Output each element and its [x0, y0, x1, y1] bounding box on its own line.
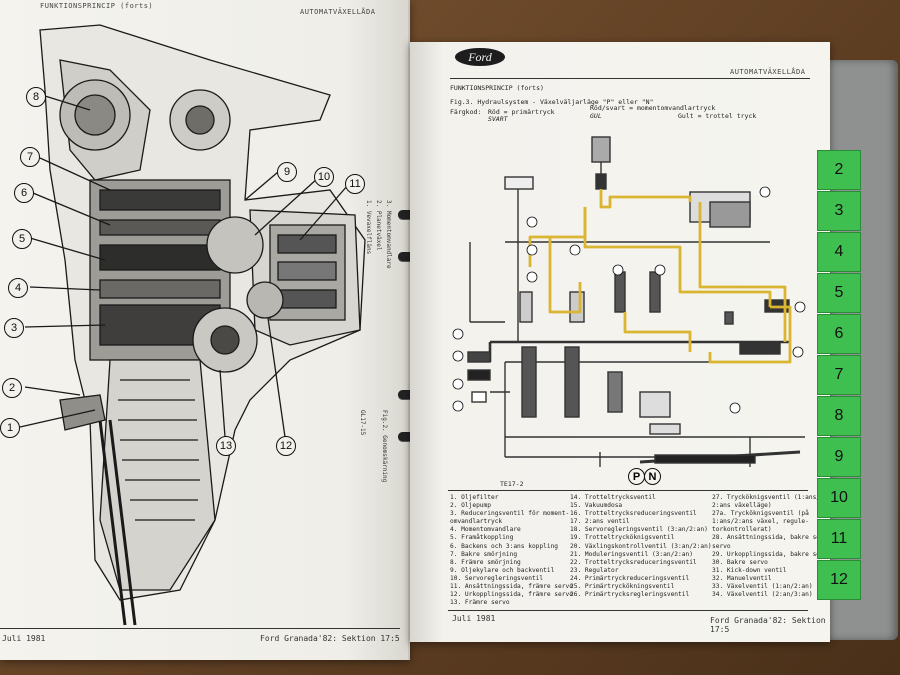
legend-item: 34. Växelventil (2:an/3:an)	[712, 591, 813, 599]
right-footer-date: Juli 1981	[452, 614, 496, 623]
legend-item: 28. Ansättningssida, bakre servo	[712, 534, 830, 542]
section-tab-5[interactable]: 5	[817, 273, 861, 313]
legend-item: 31. Kick-down ventil	[712, 566, 787, 574]
color-code-throttle: Gult = trottel tryck	[678, 112, 757, 120]
legend-item: 7. Bakre smörjning	[450, 550, 518, 558]
legend-item: 2:ans växelläge)	[712, 502, 772, 510]
legend-item: 1:ans/2:ans växel, regule-	[712, 518, 809, 526]
callout-7: 7	[20, 147, 40, 167]
legend-item: 10. Servoregleringsventil	[450, 574, 544, 582]
legend-item: 27a. Trycköknigsventil (på	[712, 510, 809, 518]
legend-item: 26. Primärtrycksregleringsventil	[570, 591, 690, 599]
side-note-3: 3. Momentomvandlare	[385, 200, 392, 269]
selector-position-p: P	[628, 468, 645, 485]
callout-1: 1	[0, 418, 20, 438]
section-tab-11[interactable]: 11	[817, 519, 861, 559]
legend-item: 20. Växlingskontrollventil (3:an/2:an)	[570, 542, 712, 550]
color-code-primary: Röd = primärtryck	[488, 108, 555, 116]
right-page: AUTOMATVÄXELLÅDA FUNKTIONSPRINCIP (forts…	[410, 42, 830, 642]
legend-item: 16. Trotteltrycksreduceringsventil	[570, 510, 697, 518]
section-tab-2[interactable]: 2	[817, 150, 861, 190]
section-tab-10[interactable]: 10	[817, 478, 861, 518]
legend-item: 30. Bakre servo	[712, 558, 768, 566]
legend-item: 24. Primärtryckreduceringsventil	[570, 574, 690, 582]
callout-5: 5	[12, 229, 32, 249]
legend-item: 19. Trotteltrycköknigsventil	[570, 534, 675, 542]
legend-item: 25. Primärtryckökningsventil	[570, 583, 675, 591]
left-page-header: FUNKTIONSPRINCIP (forts)	[40, 2, 154, 10]
legend-item: 6. Backens och 3:ans koppling	[450, 542, 559, 550]
color-code-primary-handwritten: SVART	[488, 115, 508, 123]
callout-13: 13	[216, 436, 236, 456]
legend-item: 18. Servoregleringsventil (3:an/2:an)	[570, 526, 708, 534]
section-tab-7[interactable]: 7	[817, 355, 861, 395]
legend-item: torkontrollerat)	[712, 526, 772, 534]
legend-item: 22. Trotteltrycksreduceringsventil	[570, 558, 697, 566]
callout-4: 4	[8, 278, 28, 298]
callout-10: 10	[314, 167, 334, 187]
legend-rule	[448, 490, 808, 491]
section-tab-4[interactable]: 4	[817, 232, 861, 272]
color-code-converter-handwritten: GUL	[590, 112, 602, 120]
color-code-converter: Röd/svart = momentomvandlartryck	[590, 104, 716, 112]
legend-column-1: 1. Oljefilter 2. Oljepump 3. Reducerings…	[450, 494, 573, 607]
legend-item: 3. Reduceringsventil för moment-	[450, 510, 570, 518]
right-page-title: FUNKTIONSPRINCIP (forts)	[450, 84, 544, 92]
left-footer-rule	[0, 628, 400, 629]
callout-8: 8	[26, 87, 46, 107]
legend-item: 33. Växelventil (1:an/2:an)	[712, 583, 813, 591]
legend-item: 29. Urkopplingssida, bakre servo	[712, 550, 830, 558]
callout-3: 3	[4, 318, 24, 338]
legend-item: 5. Framåtkoppling	[450, 534, 514, 542]
left-page: FUNKTIONSPRINCIP (forts) AUTOMATVÄXELLÅD…	[0, 0, 410, 660]
legend-item: 9. Oljekylare och backventil	[450, 566, 555, 574]
section-tab-6[interactable]: 6	[817, 314, 861, 354]
legend-item: 8. Främre smörjning	[450, 558, 521, 566]
selector-position-n: N	[644, 468, 661, 485]
legend-item: servo	[712, 542, 731, 550]
callout-2: 2	[2, 378, 22, 398]
legend-column-3: 27. Trycköknigsventil (1:ans/ 2:ans växe…	[712, 494, 830, 599]
ford-logo: Ford	[455, 48, 505, 66]
color-code-label: Färgkod:	[450, 108, 482, 116]
callout-9: 9	[277, 162, 297, 182]
legend-item: 12. Urkopplingssida, främre servo	[450, 591, 573, 599]
section-tab-9[interactable]: 9	[817, 437, 861, 477]
transmission-cutaway-drawing	[19, 24, 366, 626]
legend-item: 1. Oljefilter	[450, 494, 499, 501]
section-tab-3[interactable]: 3	[817, 191, 861, 231]
hydraulic-schematic	[452, 136, 806, 467]
right-top-header: AUTOMATVÄXELLÅDA	[730, 68, 806, 76]
left-footer-date: Juli 1981	[2, 634, 46, 643]
legend-item: 21. Moduleringsventil (3:an/2:an)	[570, 550, 693, 558]
fig3-code: TE17-2	[500, 480, 524, 488]
legend-item: 4. Momentomvandlare	[450, 526, 521, 534]
legend-item: 32. Manuelventil	[712, 574, 772, 582]
left-footer-section: Ford Granada'82: Sektion 17:5	[260, 634, 400, 643]
callout-12: 12	[276, 436, 296, 456]
callout-11: 11	[345, 174, 365, 194]
legend-item: 15. Vakuumdosa	[570, 502, 623, 510]
left-fig-code: GL17-15	[359, 410, 366, 436]
section-tab-12[interactable]: 12	[817, 560, 861, 600]
fig3-title: Fig.3. Hydraulsystem - Växelväljarläge "…	[450, 98, 654, 106]
legend-item: 14. Trotteltrycksventil	[570, 494, 656, 501]
side-note-1: 1. Vevaxelfläns	[365, 200, 372, 255]
legend-column-2: 14. Trotteltrycksventil 15. Vakuumdosa 1…	[570, 494, 712, 599]
legend-item: omvandlartryck	[450, 518, 503, 526]
left-page-right-header: AUTOMATVÄXELLÅDA	[300, 8, 376, 16]
legend-item: 13. Främre servo	[450, 599, 510, 607]
legend-item: 2. Oljepump	[450, 502, 491, 510]
section-tab-8[interactable]: 8	[817, 396, 861, 436]
right-footer-section: Ford Granada'82: Sektion 17:5	[710, 616, 826, 634]
callout-6: 6	[14, 183, 34, 203]
legend-item: 27. Trycköknigsventil (1:ans/	[712, 494, 821, 501]
right-header-rule	[450, 78, 810, 79]
legend-item: 11. Ansättningssida, främre servo	[450, 583, 573, 591]
side-note-2: 2. Planetväxel	[375, 200, 382, 251]
legend-item: 23. Regulator	[570, 566, 619, 574]
left-fig-caption: Fig.2. Genomskärning	[381, 410, 388, 483]
right-footer-rule	[448, 610, 808, 611]
legend-item: 17. 2:ans ventil	[570, 518, 630, 526]
